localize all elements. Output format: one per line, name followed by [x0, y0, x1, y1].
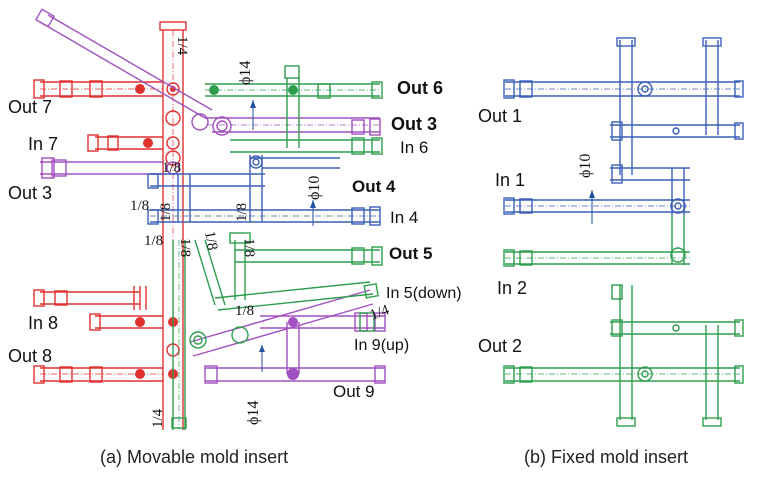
label-in5: In 5(down) [386, 285, 462, 302]
label-eighth-5: 1/8 [144, 233, 163, 249]
label-phi14-top: ϕ14 [237, 61, 254, 85]
label-quarter-top: 1/4 [174, 36, 190, 56]
label-out7: Out 7 [8, 97, 52, 117]
caption-movable-insert: (a) Movable mold insert [100, 447, 288, 467]
movable-mold-insert: Out 7 In 7 Out 3 In 8 Out 8 Out 6 Out 3 … [8, 8, 462, 430]
label-in7: In 7 [28, 134, 58, 154]
green-cooling-circuit-b [503, 215, 744, 427]
label-in2: In 2 [497, 278, 527, 298]
label-out2: Out 2 [478, 336, 522, 356]
label-eighth-4: 1/8 [234, 203, 250, 222]
label-eighth-6: 1/8 [177, 238, 193, 257]
dimension-arrow-b [589, 190, 595, 198]
label-in1: In 1 [495, 170, 525, 190]
label-out5: Out 5 [389, 244, 432, 263]
labels-fixed-insert: Out 1 In 1 In 2 Out 2 ϕ10 [478, 106, 594, 356]
label-phi10: ϕ10 [306, 176, 323, 200]
fixed-mold-insert: Out 1 In 1 In 2 Out 2 ϕ10 [478, 37, 744, 427]
label-out4: Out 4 [352, 177, 396, 196]
label-in9: In 9(up) [354, 337, 409, 354]
label-in6: In 6 [400, 138, 428, 157]
caption-fixed-insert: (b) Fixed mold insert [524, 447, 688, 467]
labels-movable-insert: Out 7 In 7 Out 3 In 8 Out 8 Out 6 Out 3 … [8, 36, 462, 428]
label-quarter-bottom: 1/4 [150, 408, 166, 428]
label-eighth-9: 1/8 [235, 303, 254, 319]
label-out8: Out 8 [8, 346, 52, 366]
blue-cooling-circuit-b [503, 37, 744, 215]
label-eighth-7: 1/8 [201, 230, 220, 252]
purple-cooling-circuit [34, 8, 386, 384]
dimension-markers-a [250, 100, 316, 372]
label-out1: Out 1 [478, 106, 522, 126]
label-phi14-bottom: ϕ14 [245, 401, 262, 425]
label-out3-left: Out 3 [8, 183, 52, 203]
label-out6: Out 6 [397, 78, 443, 98]
label-eighth-2: 1/8 [130, 198, 149, 214]
label-in8: In 8 [28, 313, 58, 333]
label-eighth-8: 1/8 [241, 238, 257, 257]
label-phi10-b: ϕ10 [577, 154, 594, 178]
red-cooling-circuit [33, 21, 187, 430]
label-in4: In 4 [390, 208, 418, 227]
blue-cooling-circuit [147, 155, 381, 226]
label-out9: Out 9 [333, 382, 375, 401]
label-eighth-1: 1/8 [162, 160, 181, 176]
label-eighth-3: 1/8 [158, 203, 174, 222]
green-cooling-circuit [171, 65, 383, 430]
label-out3-right: Out 3 [391, 114, 437, 134]
label-quarter-right: 1/4 [368, 302, 392, 324]
